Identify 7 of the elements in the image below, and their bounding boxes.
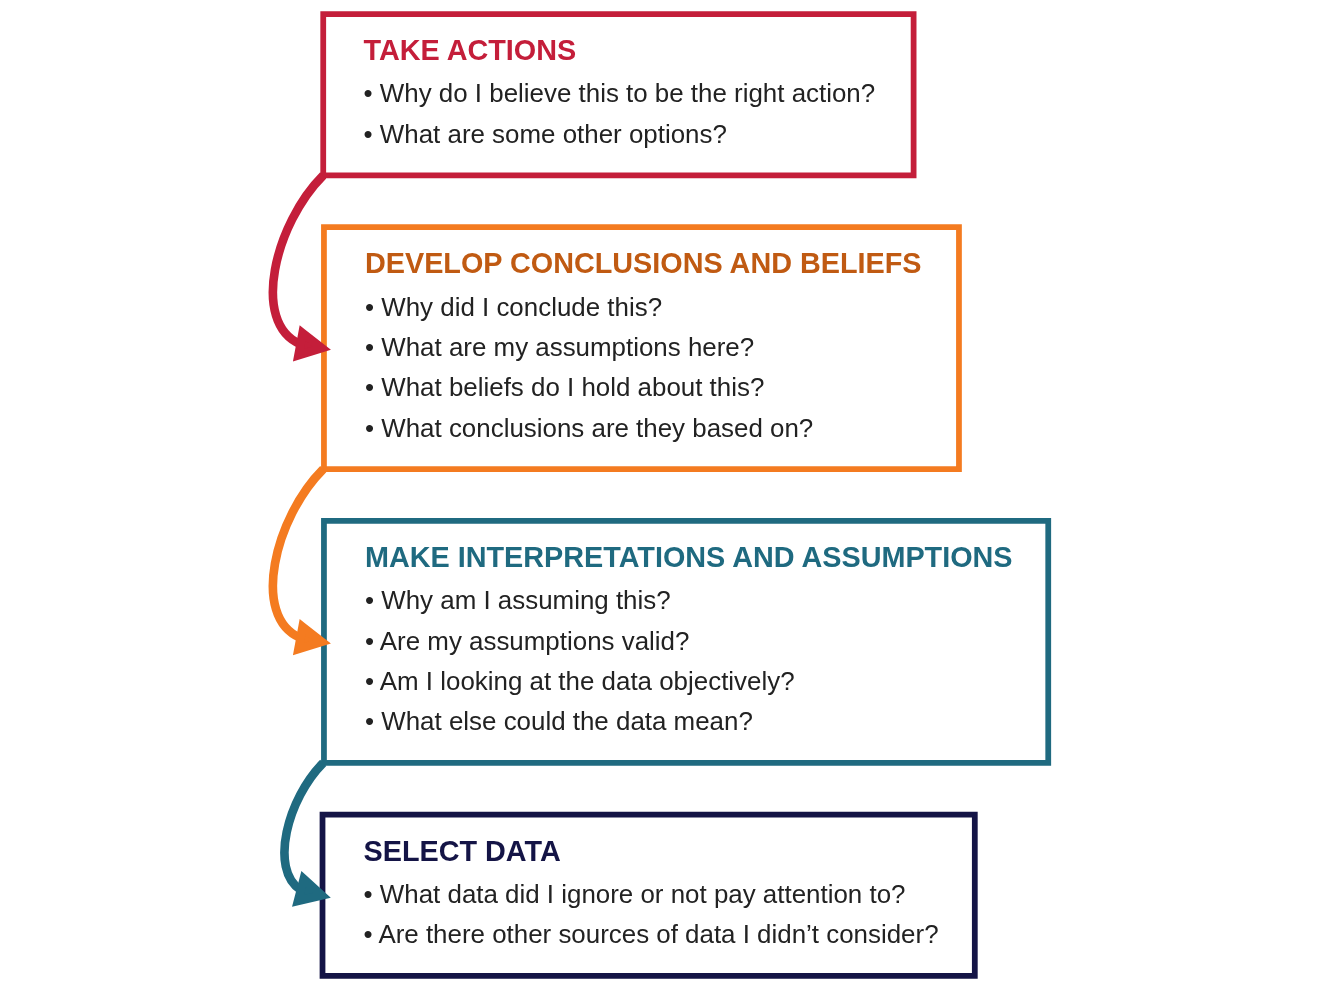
node-box: TAKE ACTIONS • Why do I believe this to be the right action? • What are some other options? bbox=[319, 11, 916, 179]
node-box: MAKE INTERPRETATIONS AND ASSUMPTIONS • Why am I assuming this? • Are my assumptions valid? • Am I looking at the data objectively? • What else could the data mean? bbox=[320, 518, 1051, 766]
arrow bbox=[268, 466, 331, 656]
arrow bbox=[279, 759, 331, 907]
arrow bbox=[268, 172, 331, 362]
node-box: DEVELOP CONCLUSIONS AND BELIEFS • Why did I conclude this? • What are my assumptions here? • What beliefs do I hold about this? • What conclusions are they based on? bbox=[320, 224, 962, 472]
node-box: SELECT DATA • What data did I ignore or not pay attention to? • Are there other sources of data I didn’t consider? bbox=[319, 811, 978, 979]
